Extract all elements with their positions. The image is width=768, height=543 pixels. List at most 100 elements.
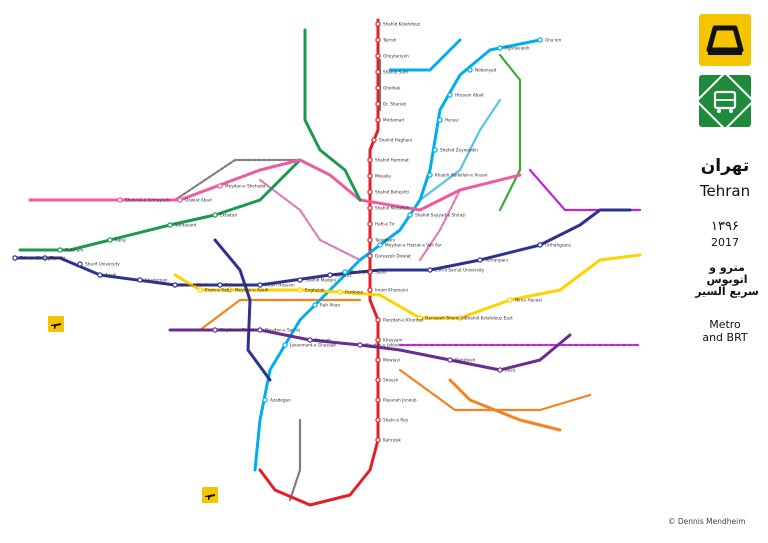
station-marker[interactable] (307, 337, 313, 343)
station-marker[interactable] (197, 287, 203, 293)
station-marker[interactable] (427, 172, 433, 178)
station-marker[interactable] (367, 253, 373, 259)
station-marker[interactable] (117, 197, 123, 203)
station-marker[interactable] (57, 247, 63, 253)
metro-line (448, 378, 562, 432)
station-marker[interactable] (367, 189, 373, 195)
station-marker[interactable] (257, 327, 263, 333)
subtitle-fa-line: اتوبوس (706, 273, 748, 286)
station-marker[interactable] (257, 282, 263, 288)
station-marker[interactable] (172, 282, 178, 288)
station-label: Mahdiyeh (455, 358, 476, 363)
station-marker[interactable] (367, 269, 373, 275)
airplane-icon (48, 316, 64, 332)
brt-line (288, 418, 302, 502)
station-marker[interactable] (342, 269, 348, 275)
station-marker[interactable] (97, 272, 103, 278)
station-marker[interactable] (417, 315, 423, 321)
station-marker[interactable] (367, 205, 373, 211)
station-marker[interactable] (367, 237, 373, 243)
station-marker[interactable] (457, 315, 463, 321)
station-label: Tehranpars (484, 258, 508, 263)
metro-logo-icon (699, 14, 751, 66)
station-marker[interactable] (537, 242, 543, 248)
station-marker[interactable] (375, 377, 381, 383)
station-marker[interactable] (375, 21, 381, 27)
station-marker[interactable] (477, 257, 483, 263)
station-marker[interactable] (497, 367, 503, 373)
station-marker[interactable] (432, 147, 438, 153)
station-marker[interactable] (212, 212, 218, 218)
station-marker[interactable] (137, 277, 143, 283)
subtitle-fa: مترو و اتوبوس سریع السیر (690, 262, 764, 298)
station-marker[interactable] (427, 267, 433, 273)
station-label: Shahid Madani (305, 278, 336, 283)
station-marker[interactable] (217, 282, 223, 288)
station-marker[interactable] (537, 37, 543, 43)
station-marker[interactable] (375, 101, 381, 107)
station-marker[interactable] (375, 397, 381, 403)
metro-line (388, 38, 462, 72)
station-label: Shoush (383, 378, 399, 383)
station-label: Gha'em (545, 38, 561, 43)
station-marker[interactable] (367, 287, 373, 293)
station-marker[interactable] (375, 117, 381, 123)
station-marker[interactable] (177, 197, 183, 203)
station-marker[interactable] (107, 237, 113, 243)
station-marker[interactable] (375, 357, 381, 363)
station-marker[interactable] (312, 302, 318, 308)
station-marker[interactable] (77, 261, 83, 267)
station-marker[interactable] (375, 417, 381, 423)
station-marker[interactable] (367, 221, 373, 227)
station-label: Farhangsara (545, 243, 571, 248)
station-marker[interactable] (375, 437, 381, 443)
station-marker[interactable] (447, 92, 453, 98)
station-marker[interactable] (327, 272, 333, 278)
station-marker[interactable] (375, 37, 381, 43)
station-marker[interactable] (507, 297, 513, 303)
station-marker[interactable] (375, 53, 381, 59)
station-marker[interactable] (497, 45, 503, 51)
station-marker[interactable] (42, 255, 48, 261)
station-label: Imam Khomeini (375, 288, 408, 293)
station-marker[interactable] (282, 342, 288, 348)
station-marker[interactable] (337, 289, 343, 295)
station-marker[interactable] (297, 287, 303, 293)
station-label: Moniriyeh (350, 270, 371, 275)
station-label: Meydan-e Shohada (225, 184, 266, 189)
station-marker[interactable] (167, 222, 173, 228)
station-marker[interactable] (375, 69, 381, 75)
airplane-icon (202, 487, 218, 503)
station-label: Shahid Sayyad-e Shirazi (415, 213, 466, 218)
station-label: Navvab (315, 338, 331, 343)
subtitle-fa-line: سریع السیر (695, 285, 759, 298)
station-marker[interactable] (12, 255, 18, 261)
station-marker[interactable] (377, 242, 383, 248)
station-label: Aghdasiyeh (505, 46, 530, 51)
station-marker[interactable] (447, 357, 453, 363)
station-marker[interactable] (371, 137, 377, 143)
station-marker[interactable] (227, 287, 233, 293)
station-label: Panzdah-e Khordad (383, 318, 424, 323)
station-label: Darvazeh Shemiran (425, 316, 467, 321)
station-marker[interactable] (357, 342, 363, 348)
station-marker[interactable] (375, 337, 381, 343)
station-marker[interactable] (262, 397, 268, 403)
station-marker[interactable] (467, 67, 473, 73)
station-marker[interactable] (297, 277, 303, 283)
station-marker[interactable] (375, 85, 381, 91)
station-label: Shahid Kolahdouz (383, 22, 421, 27)
station-label: Shahid Haghani (379, 138, 412, 143)
metro-line (168, 328, 572, 372)
station-marker[interactable] (367, 157, 373, 163)
brt-line (258, 178, 362, 262)
station-label: Saadi (375, 270, 387, 275)
station-marker[interactable] (367, 173, 373, 179)
station-marker[interactable] (212, 327, 218, 333)
station-marker[interactable] (437, 117, 443, 123)
station-label: Ekbatan (220, 213, 238, 218)
station-marker[interactable] (217, 183, 223, 189)
station-label: Javanmard-e Ghassab (289, 343, 336, 348)
station-marker[interactable] (407, 212, 413, 218)
station-marker[interactable] (375, 317, 381, 323)
